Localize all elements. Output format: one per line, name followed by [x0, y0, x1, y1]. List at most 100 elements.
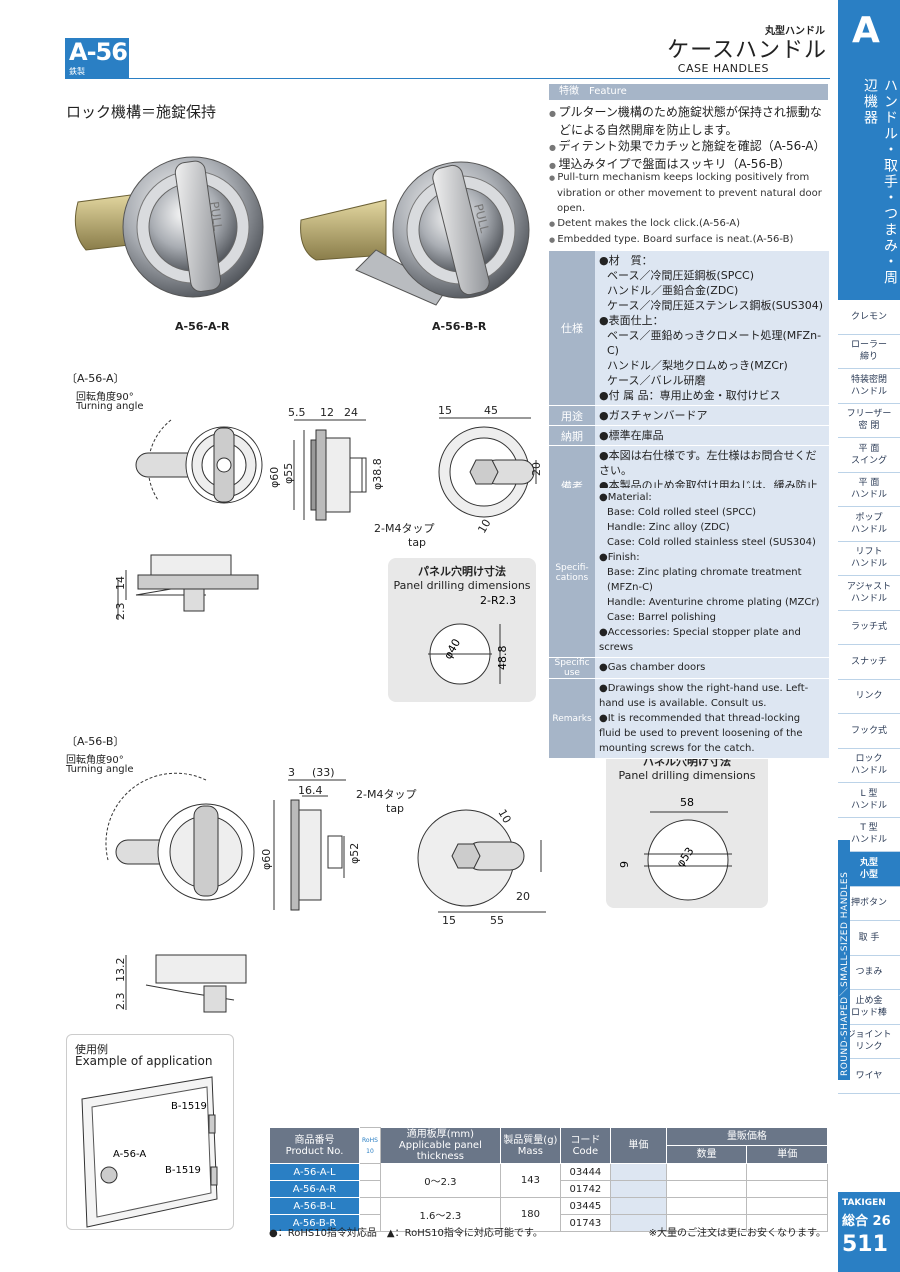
sidebar-item[interactable]: 平 面 スイング [838, 438, 900, 473]
drawing-a: 5.5 12 24 15 45 20 φ60 φ55 φ38.8 10 14 2… [114, 404, 543, 620]
dim-a-11: 14 [114, 576, 127, 590]
feature-item-en: ● Pull-turn mechanism keeps locking posi… [549, 172, 822, 214]
dim-b-2: (33) [312, 766, 335, 779]
sidebar-item[interactable]: 平 面 ハンドル [838, 472, 900, 507]
col-unit-price: 単価 [746, 1145, 828, 1164]
spec-label: 用途 [549, 406, 595, 425]
col-mass: 製品質量(g)Mass [499, 1127, 561, 1164]
app-label-1: B-1519 [171, 1101, 207, 1112]
row-code: 03445 [559, 1197, 611, 1215]
spec-label: 仕様 [549, 251, 595, 405]
spec-line: Case: Cold rolled stainless steel (SUS30… [607, 537, 816, 548]
pull-text-a: PULL [207, 200, 225, 231]
table-row: A-56-A-R 01742 [269, 1180, 828, 1198]
spec-label: Remarks [549, 679, 595, 758]
page-title: ケースハンドル [667, 38, 827, 63]
section-letter: A [852, 10, 880, 51]
photo-caption-b: A-56-B-R [432, 320, 487, 333]
dim-b-10: 55 [490, 914, 504, 927]
row-qty [665, 1197, 748, 1215]
spec-line: ベース／亜鉛めっきクロメート処理(MFZn-C) [607, 329, 822, 357]
table-row: A-56-A-L 0〜2.3 143 03444 [269, 1163, 828, 1198]
feature-item-en: ● Embedded type. Board surface is neat.(… [549, 234, 794, 245]
spec-line: ケース／冷間圧延ステンレス鋼板(SUS304) [607, 299, 824, 312]
row-rohs [359, 1214, 381, 1232]
row-unit [746, 1180, 828, 1198]
panel-b-title-en: Panel drilling dimensions [618, 769, 756, 782]
spec-table-jp: 仕様●材 質：ベース／冷間圧延鋼板(SPCC)ハンドル／亜鉛合金(ZDC)ケース… [549, 251, 829, 526]
spec-line: ●ガスチャンバードア [599, 409, 708, 422]
row-thickness: 0〜2.3 [379, 1163, 501, 1198]
sidebar-item[interactable]: ロック ハンドル [838, 748, 900, 783]
row-code: 01742 [559, 1180, 611, 1198]
spec-row: 納期●標準在庫品 [549, 426, 829, 446]
spec-row: 用途 ●ガスチャンバードア [549, 406, 829, 426]
dim-b-11: 13.2 [114, 958, 127, 983]
sidebar-item[interactable]: リフト ハンドル [838, 541, 900, 576]
spec-value: ●ガスチャンバードア [595, 406, 829, 425]
panel-a-title-jp: パネル穴明け寸法 [418, 565, 506, 578]
dim-a-9: φ38.8 [371, 458, 384, 490]
row-unit [746, 1163, 828, 1181]
section-b-label: 〔A-56-B〕 [66, 735, 125, 748]
dim-a-6: 20 [530, 462, 543, 476]
spec-line: ●It is recommended that thread-locking f… [599, 713, 803, 754]
spec-row: Specific use●Gas chamber doors [549, 658, 829, 679]
spec-line: ハンドル／梨地クロムめっき(MZCr) [607, 359, 788, 372]
row-price [609, 1180, 667, 1198]
row-rohs [359, 1180, 381, 1198]
panel-drilling-b: パネル穴明け寸法 Panel drilling dimensions 58 9 … [606, 748, 768, 908]
feature-item-en: ● Detent makes the lock click.(A-56-A) [549, 218, 741, 229]
col-volume-price: 量販価格 [665, 1127, 829, 1146]
spec-row: Remarks●Drawings show the right-hand use… [549, 679, 829, 759]
feature-list-jp: ● プルターン機構のため施錠状態が保持され振動などによる自然開扉を防止します。●… [549, 104, 831, 174]
dim-b-12: 2.3 [114, 993, 127, 1011]
sidebar-item[interactable]: クレモン [838, 300, 900, 335]
sidebar-item[interactable]: スナッチ [838, 645, 900, 680]
section-a-angle-jp: 回転角度90° [76, 392, 134, 403]
table-row: A-56-B-R 01743 [269, 1214, 828, 1232]
sidebar-item[interactable]: ラッチ式 [838, 610, 900, 645]
spec-line: ●Material: [599, 492, 652, 503]
col-price: 単価 [609, 1127, 667, 1164]
feature-title: ロック機構＝施錠保持 [66, 103, 217, 121]
page-number: 511 [842, 1232, 888, 1257]
sidebar-item[interactable]: リンク [838, 679, 900, 714]
spec-line: ●Gas chamber doors [599, 662, 706, 673]
panel-b-figure: 58 9 φ53 [618, 796, 732, 901]
sidebar-item[interactable]: アジャスト ハンドル [838, 576, 900, 611]
row-code: 03444 [559, 1163, 611, 1181]
spec-line: ●材 質： [599, 254, 653, 267]
col-qty: 数量 [665, 1145, 748, 1164]
row-qty [665, 1180, 748, 1198]
feature-item: ● ディテント効果でカチッと施錠を確認（A-56-A） [549, 139, 826, 153]
sidebar-item[interactable]: L 型 ハンドル [838, 783, 900, 818]
spec-value: ●Material:Base: Cold rolled steel (SPCC)… [595, 488, 829, 657]
sidebar-item[interactable]: ローラー 締り [838, 334, 900, 369]
dim-b-6: 10 [495, 807, 513, 826]
row-rohs [359, 1197, 381, 1215]
product-photo-a: PULL [74, 156, 264, 298]
row-code: 01743 [559, 1214, 611, 1232]
tap-b-jp: 2-M4タップ [356, 788, 416, 801]
spec-row: Specifi- cations●Material:Base: Cold rol… [549, 488, 829, 658]
spec-line: Handle: Zinc alloy (ZDC) [607, 522, 730, 533]
table-row: A-56-B-L 1.6〜2.3 180 03445 [269, 1197, 828, 1232]
row-qty [665, 1163, 748, 1181]
application-example: 使用例 Example of application B-1519 A-56-A… [66, 1034, 234, 1230]
sidebar-item[interactable]: ポップ ハンドル [838, 507, 900, 542]
row-pn: A-56-A-L [269, 1163, 360, 1181]
sidebar-item[interactable]: 特装密閉 ハンドル [838, 369, 900, 404]
col-thickness: 適用板厚(mm)Applicable panel thickness [379, 1127, 501, 1164]
section-tab-a[interactable]: A ハンドル・取手・つまみ・周辺機器 [838, 0, 900, 300]
sidebar-item[interactable]: フック式 [838, 714, 900, 749]
sidebar-item[interactable]: フリーザー 密 閉 [838, 403, 900, 438]
dim-b-5: φ52 [348, 843, 361, 864]
feature-item: ● 埋込みタイプで盤面はスッキリ（A-56-B） [549, 157, 791, 171]
feature-header: 特徴 Feature [549, 84, 828, 100]
row-price [609, 1197, 667, 1215]
